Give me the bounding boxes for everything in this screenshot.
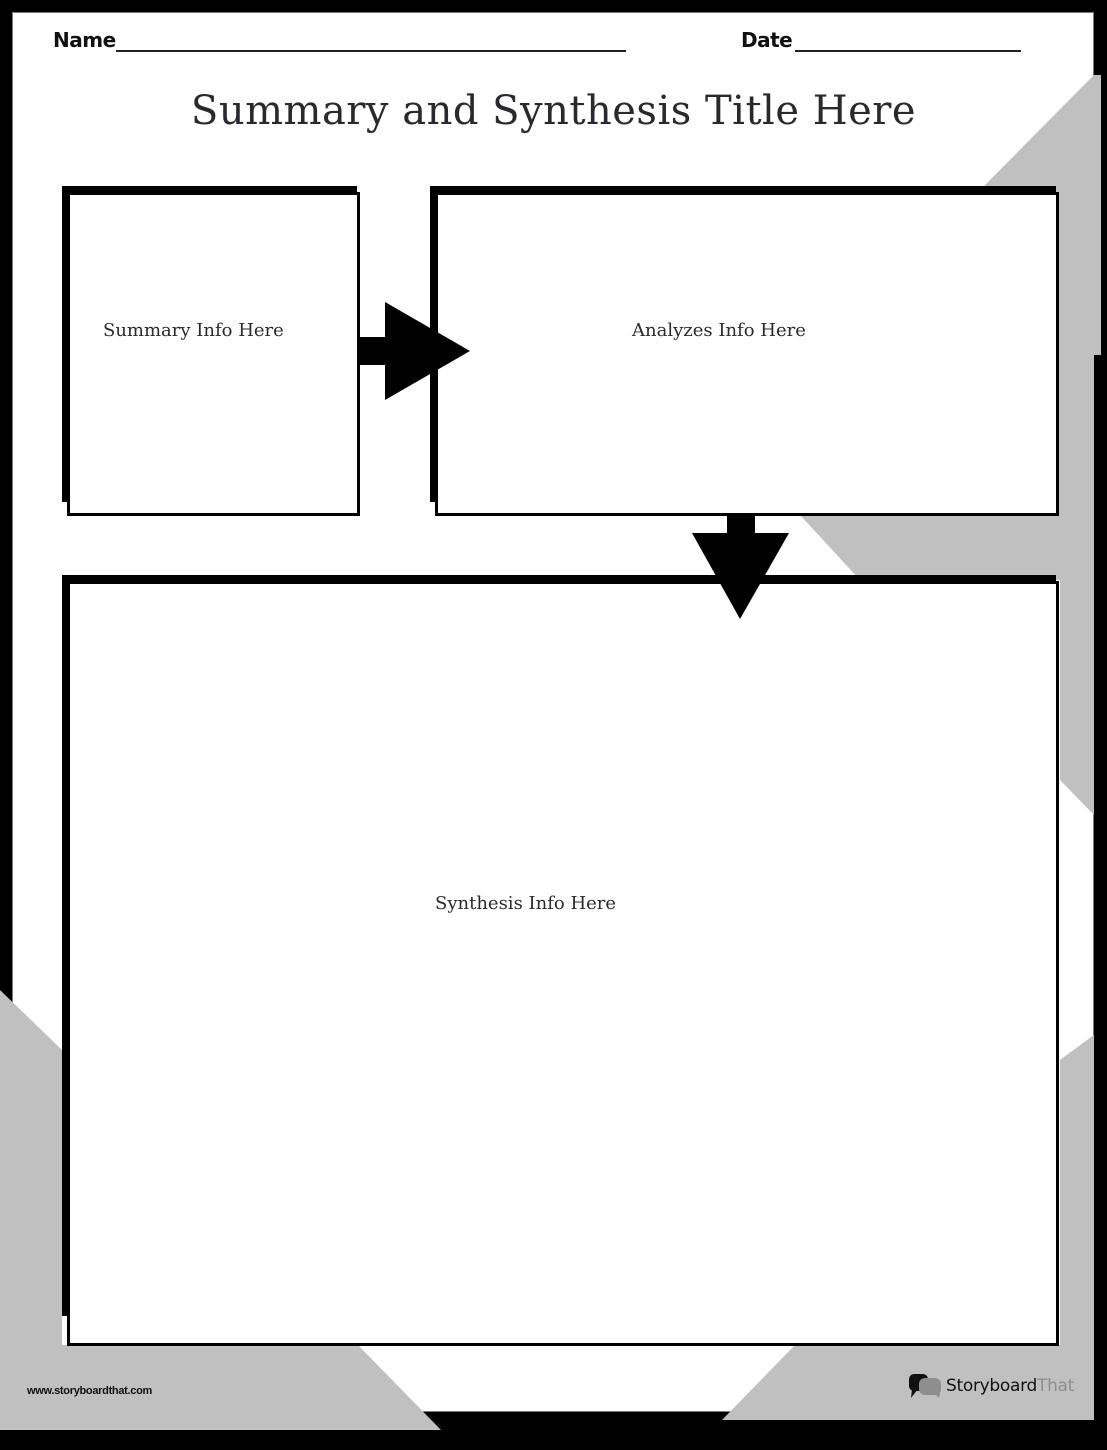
- summary-box[interactable]: [67, 192, 360, 516]
- brand-primary: Storyboard: [946, 1376, 1037, 1396]
- brand-secondary: That: [1037, 1376, 1075, 1396]
- page-title: Summary and Synthesis Title Here: [190, 88, 917, 134]
- synthesis-box[interactable]: [67, 581, 1059, 1346]
- arrow-right-icon: [357, 302, 470, 400]
- gray-shape-bottom-left: [0, 990, 441, 1430]
- name-label: Name: [53, 28, 116, 52]
- brand-name: StoryboardThat: [946, 1376, 1074, 1396]
- arrow-down-icon: [692, 514, 789, 619]
- footer-url[interactable]: www.storyboardthat.com: [27, 1385, 153, 1397]
- summary-label: Summary Info Here: [103, 320, 284, 341]
- analyzes-label: Analyzes Info Here: [632, 320, 806, 341]
- gray-shape-bottom-right: [722, 1035, 1094, 1420]
- name-line[interactable]: [116, 50, 626, 52]
- date-line[interactable]: [795, 50, 1021, 52]
- speech-bubbles-icon: [909, 1374, 941, 1398]
- synthesis-label: Synthesis Info Here: [435, 893, 617, 914]
- storyboardthat-logo: StoryboardThat: [908, 1372, 1074, 1400]
- gray-shape-right-top: [1094, 75, 1101, 355]
- date-label: Date: [741, 28, 793, 52]
- analyzes-box[interactable]: [435, 192, 1059, 516]
